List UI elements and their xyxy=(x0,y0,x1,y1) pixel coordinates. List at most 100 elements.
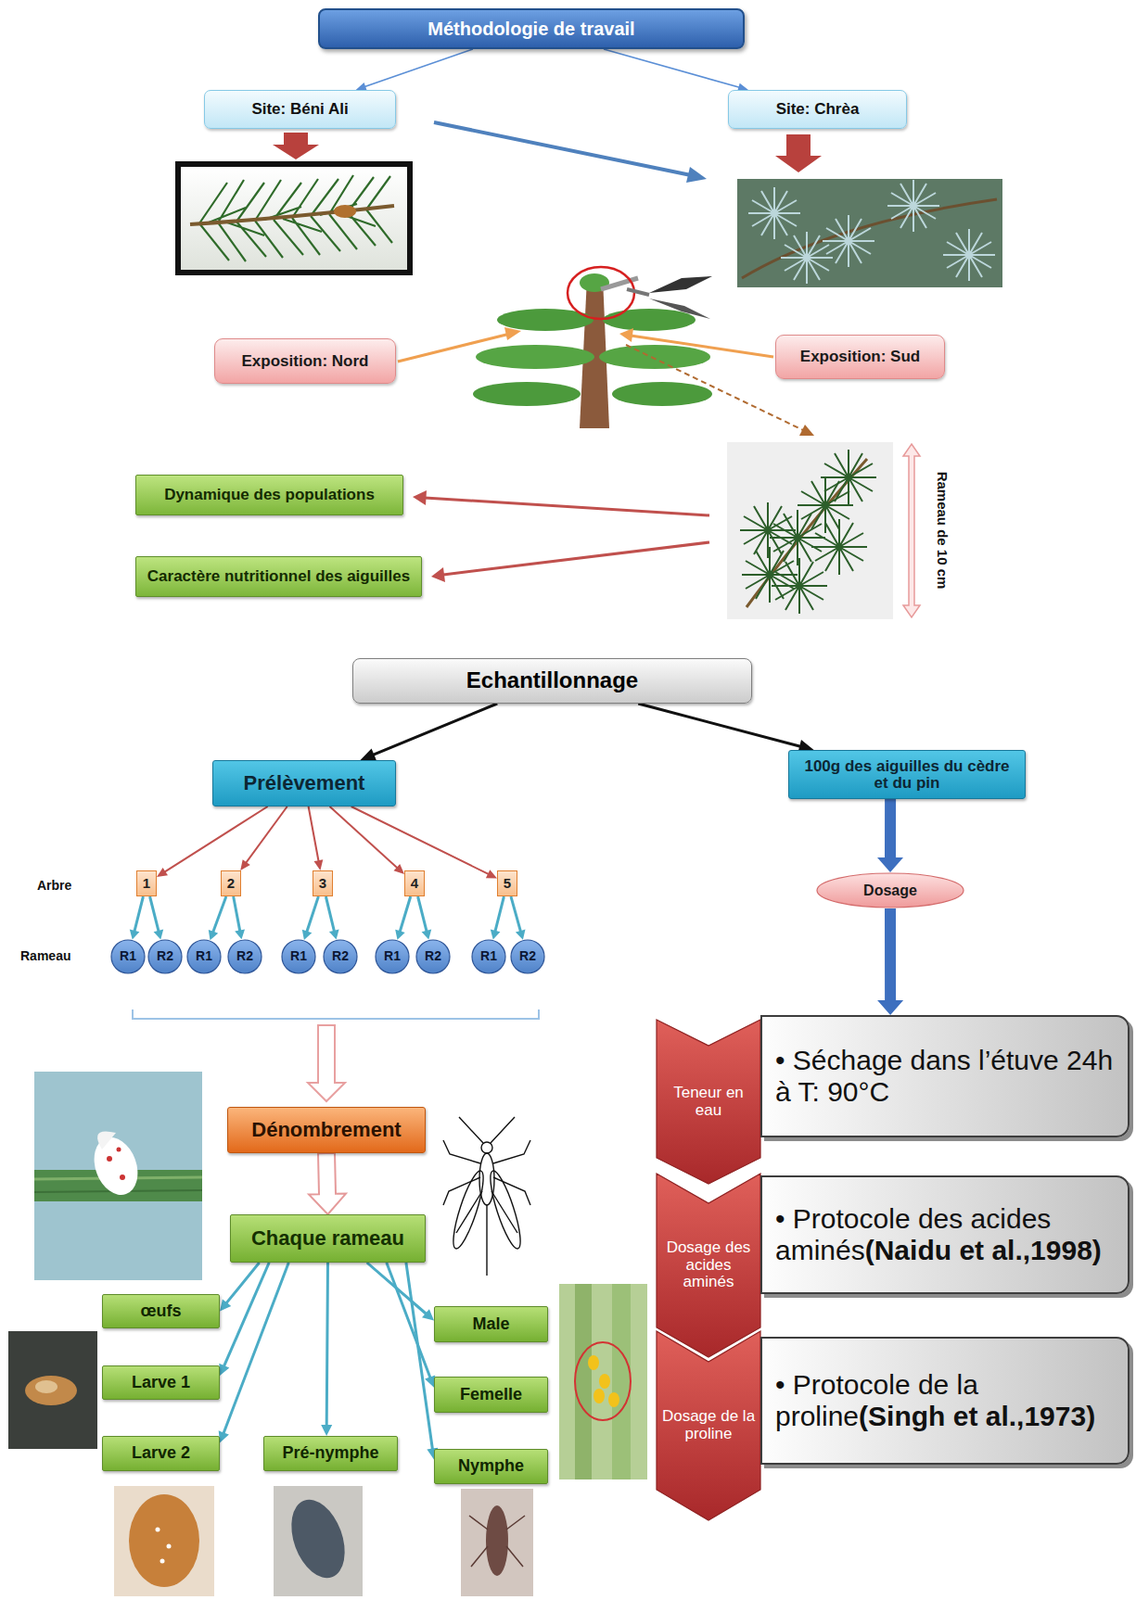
node-text: Nymphe xyxy=(440,1457,542,1477)
text-holder: Femelle xyxy=(440,1386,542,1405)
connector-arrow xyxy=(302,896,320,942)
arrow-shape xyxy=(356,48,474,90)
arrow-shape xyxy=(129,896,145,941)
node-text: R1 xyxy=(186,949,222,964)
arrow-shape xyxy=(877,908,904,1016)
text-holder: Dosage xyxy=(823,882,958,900)
ellipse-shape xyxy=(187,940,221,974)
arrow-shape xyxy=(320,1263,332,1437)
connector-arrow xyxy=(231,896,245,941)
node-text: 5 xyxy=(497,876,517,893)
insect-drawing xyxy=(443,1117,531,1277)
arrow-shape xyxy=(231,896,245,941)
process-box: Dénombrement xyxy=(227,1107,426,1154)
stage-box: œufs xyxy=(102,1294,220,1329)
text-holder: R2 xyxy=(227,949,263,964)
text-holder: Male xyxy=(440,1315,542,1335)
connector-arrow xyxy=(320,1263,332,1437)
arrow-shape xyxy=(308,1153,346,1215)
connector-arrow xyxy=(404,1263,438,1461)
ellipse-shape xyxy=(228,940,262,974)
text-holder: Site: Béni Ali xyxy=(212,101,388,119)
chevron-shape xyxy=(656,1331,761,1521)
node-text: (Singh et al.,1973) xyxy=(858,1401,1096,1432)
text-holder: Echantillonnage xyxy=(362,668,742,693)
arrow-shape xyxy=(490,896,506,941)
text-holder: 2 xyxy=(221,876,241,893)
length-arrow xyxy=(903,444,920,618)
row-label-text: Arbre xyxy=(37,878,103,894)
text-holder: • Séchage dans l’étuve 24h à T: 90°C xyxy=(775,1045,1115,1110)
stage-box: Male xyxy=(433,1306,549,1343)
text-holder: R1 xyxy=(186,949,222,964)
ellipse-shape xyxy=(510,940,545,974)
node-text: Dosage des acides aminés xyxy=(660,1239,757,1292)
tree-number: 2 xyxy=(220,870,242,897)
node-text: Exposition: Sud xyxy=(783,348,937,366)
cedar-photo xyxy=(737,178,1003,288)
tree-number: 1 xyxy=(136,870,157,897)
node-text: Larve 2 xyxy=(108,1444,214,1464)
node-text: 4 xyxy=(405,876,424,893)
arrow-shape xyxy=(218,1262,270,1377)
node-text: Dynamique des populations xyxy=(143,486,396,504)
step-chevron: Dosage de la proline xyxy=(656,1331,761,1521)
text-holder: Dénombrement xyxy=(235,1119,418,1142)
branch-circle: R1 xyxy=(374,939,410,975)
connector-arrow xyxy=(510,896,526,941)
ellipse-shape xyxy=(148,940,182,974)
node-text: Exposition: Nord xyxy=(222,353,388,371)
tree-illustration xyxy=(472,267,713,429)
process-ellipse: Dosage xyxy=(816,872,965,909)
node-text: R2 xyxy=(510,949,546,964)
node-text: • Séchage dans l’étuve 24h à T: 90°C xyxy=(775,1045,1115,1110)
process-box: Prélèvement xyxy=(212,760,396,807)
text-holder: Chaque rameau xyxy=(238,1227,418,1251)
egg-photo xyxy=(8,1331,98,1450)
step-chevron: Teneur en eau xyxy=(656,1020,761,1185)
protocol-box: • Protocole des acides aminés(Naidu et a… xyxy=(760,1175,1130,1295)
connector-arrow xyxy=(240,805,288,871)
stage-box: Nymphe xyxy=(433,1449,549,1485)
branch-circle: R2 xyxy=(415,939,451,975)
ellipse-shape xyxy=(816,873,964,908)
branch-circle: R2 xyxy=(147,939,183,975)
text-holder: Nymphe xyxy=(440,1457,542,1477)
arrow-shape xyxy=(366,1262,434,1322)
connector-arrow xyxy=(148,896,164,941)
larva-photos xyxy=(114,1486,534,1597)
arrow-shape xyxy=(307,806,324,871)
ellipse-shape xyxy=(281,940,316,974)
arrow-shape xyxy=(638,702,815,754)
connector-arrow xyxy=(877,799,904,873)
arrow-shape xyxy=(510,896,526,941)
node-text: 1 xyxy=(137,876,156,893)
text-holder: Dynamique des populations xyxy=(143,486,396,504)
tree-number: 5 xyxy=(497,870,518,897)
node-text: R1 xyxy=(471,949,507,964)
connector-arrow xyxy=(329,805,405,875)
connector-arrow xyxy=(307,806,324,871)
row-label-text: Rameau xyxy=(20,948,95,964)
connector-arrow xyxy=(490,896,506,941)
branch-photo xyxy=(727,442,894,620)
node-text: 3 xyxy=(313,876,332,893)
connector-arrow xyxy=(129,896,145,941)
ellipse-shape xyxy=(111,940,145,974)
dimension-label: Rameau de 10 cm xyxy=(931,460,951,600)
text-holder: R1 xyxy=(280,949,317,964)
node-text: (Naidu et al.,1998) xyxy=(865,1235,1102,1266)
node-text: Teneur en eau xyxy=(660,1084,757,1120)
step-chevron: Dosage des acides aminés xyxy=(656,1174,761,1358)
branch-circle: R2 xyxy=(510,939,546,975)
exposure-arrows xyxy=(397,327,815,436)
text-holder: Prélèvement xyxy=(220,772,388,795)
node-text: œufs xyxy=(108,1302,214,1322)
node-text: 100g des aiguilles du cèdre et du pin xyxy=(796,758,1018,792)
connector-arrow xyxy=(218,1262,270,1377)
text-holder: • Protocole de la proline(Singh et al.,1… xyxy=(775,1369,1115,1434)
ellipse-shape xyxy=(416,940,450,974)
connector-arrow xyxy=(603,48,749,91)
connector-arrow xyxy=(356,48,474,90)
text-holder: R2 xyxy=(415,949,451,964)
